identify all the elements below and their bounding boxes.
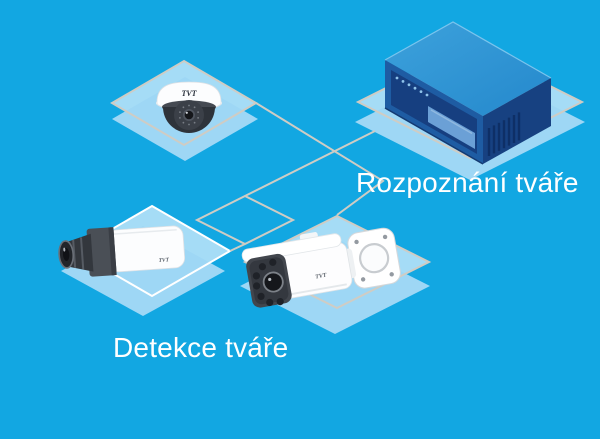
bullet-lens — [262, 271, 284, 293]
server-vent-slots — [487, 112, 521, 156]
server-edge-highlight — [384, 21, 552, 79]
box-brand-logo: TVT — [158, 257, 169, 264]
bullet-sun-shield — [241, 233, 342, 263]
box-camera: TVT — [58, 225, 186, 277]
connector-junction-server — [244, 130, 376, 197]
dome-camera: TVT — [156, 81, 222, 133]
face-detection-label: Detekce tváře — [113, 332, 289, 363]
bullet-brand-logo: TVT — [315, 273, 328, 281]
bullet-mount-screws — [354, 234, 394, 282]
bullet-camera: TVT — [241, 227, 401, 308]
server-display — [428, 106, 475, 149]
connector-junction-box — [229, 243, 246, 252]
box-front-block — [86, 227, 117, 277]
nvr-server — [384, 21, 552, 165]
face-recognition-label: Rozpoznání tváře — [356, 167, 579, 198]
connector-lines — [194, 102, 385, 252]
dome-brand-logo: TVT — [181, 89, 197, 98]
server-top-face — [385, 22, 551, 116]
connector-dome-bullet — [255, 102, 385, 216]
dome-ir-ring — [179, 104, 200, 126]
server-led-row — [395, 76, 429, 97]
bullet-ir-leds — [252, 258, 284, 307]
dome-lens — [184, 110, 194, 120]
